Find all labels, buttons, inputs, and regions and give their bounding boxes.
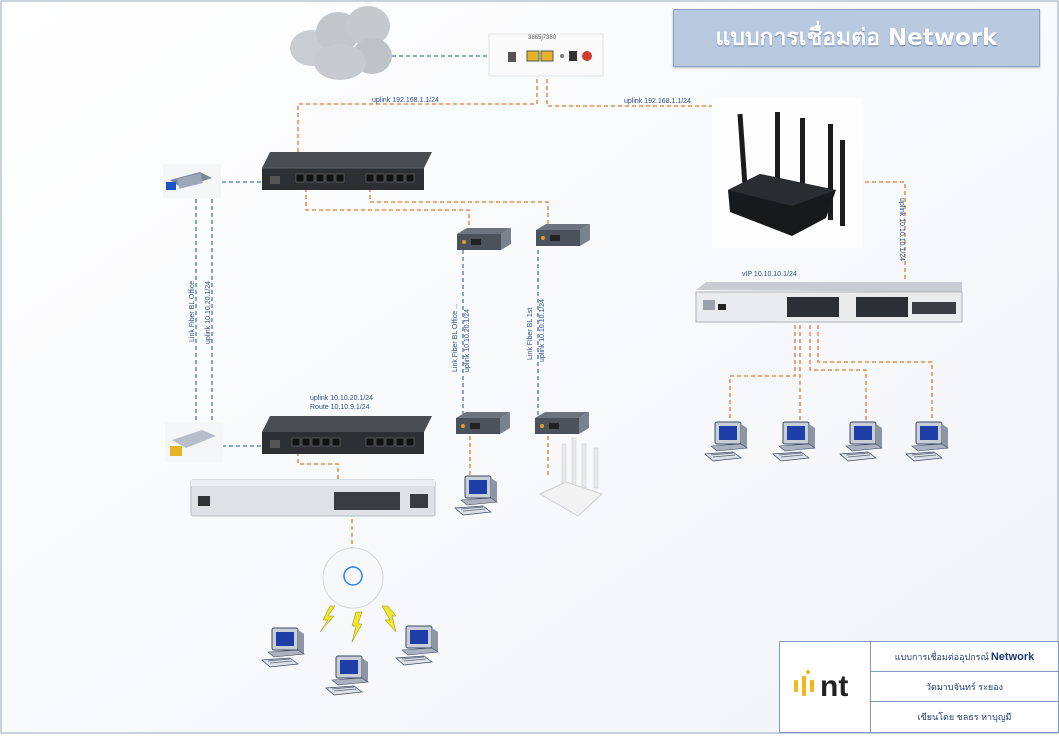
third-fiber-label: Link Fiber BL 1st	[527, 307, 534, 360]
cloud-icon	[290, 6, 392, 80]
router2-uplink-label: uplink 10.10.20.1/24	[310, 395, 374, 402]
nt-logo-graphic	[794, 670, 814, 696]
access-point-icon	[322, 547, 384, 609]
modem-icon	[488, 33, 604, 77]
title-block-row-1: แบบการเชื่อมต่ออุปกรณ์ Network	[871, 642, 1058, 672]
wifi-uplink-label: uplink 10.10.10.1/24	[898, 198, 905, 262]
lightning-icon	[319, 605, 397, 643]
nt-logo-icon: nt	[780, 642, 871, 732]
title-block-row-3: เขียนโดย ชลธร หาบุญมี	[917, 711, 1012, 722]
third-uplink-label: uplink 10.10.10.1/24	[539, 298, 546, 362]
router-icon	[262, 416, 432, 454]
uplink-right-label: uplink 192.168.1.1/24	[624, 98, 691, 105]
switch-icon	[695, 282, 963, 323]
title-block: nt แบบการเชื่อมต่ออุปกรณ์ Network วัดมาบ…	[779, 641, 1059, 733]
office2-fiber-label: Link Fiber BL Office ...	[452, 303, 459, 372]
switch-icon	[190, 479, 436, 517]
title-block-row1-bold: Network	[990, 650, 1035, 663]
router-icon	[262, 152, 432, 190]
media-converter-icon	[536, 224, 590, 246]
media-converter-icon	[457, 228, 511, 250]
router2-route-label: Route 10.10.9.1/24	[310, 404, 370, 411]
wifi-router-icon	[538, 437, 603, 517]
media-converter-icon	[456, 412, 510, 434]
modem-model-label: 3865j7380	[528, 35, 557, 41]
switch-vip-label: vIP 10.10.10.1/24	[742, 271, 797, 278]
diagram-title: แบบการเชื่อมต่อ Network	[673, 9, 1040, 67]
uplink-left-label: uplink 192.168.1.1/24	[372, 97, 439, 104]
title-block-row1-prefix: แบบการเชื่อมต่ออุปกรณ์	[894, 651, 989, 662]
links	[195, 55, 933, 552]
fiber-office-uplink-label: uplink 10.10.20.1/24	[205, 280, 212, 344]
sfp-module-icon	[163, 164, 221, 198]
wifi-router-icon	[712, 98, 862, 248]
office2-uplink-label: uplink 10.10.20.1/24	[464, 308, 471, 372]
sfp-module-icon	[165, 422, 223, 462]
fiber-office-label: Link Fiber BL Office	[189, 280, 196, 342]
nt-logo-text: nt	[820, 670, 849, 703]
title-block-row-2: วัดมาบจันทร์ ระยอง	[871, 672, 1058, 702]
media-converter-icon	[535, 412, 589, 434]
